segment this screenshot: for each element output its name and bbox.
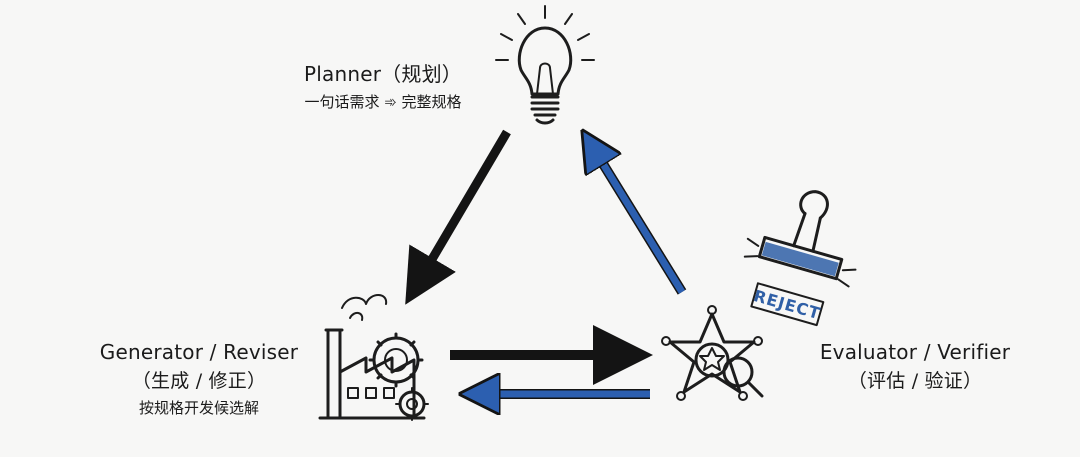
evaluator-title: Evaluator / Verifier bbox=[819, 340, 1011, 364]
factory-gear-icon bbox=[318, 294, 429, 421]
rubber-stamp-icon: REJECT bbox=[743, 190, 857, 327]
planner-label: Planner（规划） 一句话需求 ➾ 完整规格 bbox=[268, 58, 498, 112]
lightbulb-icon bbox=[495, 5, 595, 125]
generator-title: Generator / Reviser bbox=[99, 340, 299, 364]
arrow-planner-to-generator bbox=[405, 129, 511, 305]
evaluator-label: Evaluator / Verifier （评估 / 验证） bbox=[800, 340, 1030, 393]
planner-subtitle: 一句话需求 ➾ 完整规格 bbox=[304, 93, 462, 111]
evaluator-subtitle: （评估 / 验证） bbox=[847, 370, 983, 392]
planner-title: Planner（规划） bbox=[304, 62, 462, 86]
generator-subtitle: （生成 / 修正） bbox=[131, 370, 267, 392]
sheriff-star-icon bbox=[661, 305, 764, 401]
generator-label: Generator / Reviser （生成 / 修正） 按规格开发候选解 bbox=[84, 340, 314, 418]
arrow-evaluator-to-planner bbox=[592, 146, 687, 295]
generator-description: 按规格开发候选解 bbox=[138, 399, 259, 417]
